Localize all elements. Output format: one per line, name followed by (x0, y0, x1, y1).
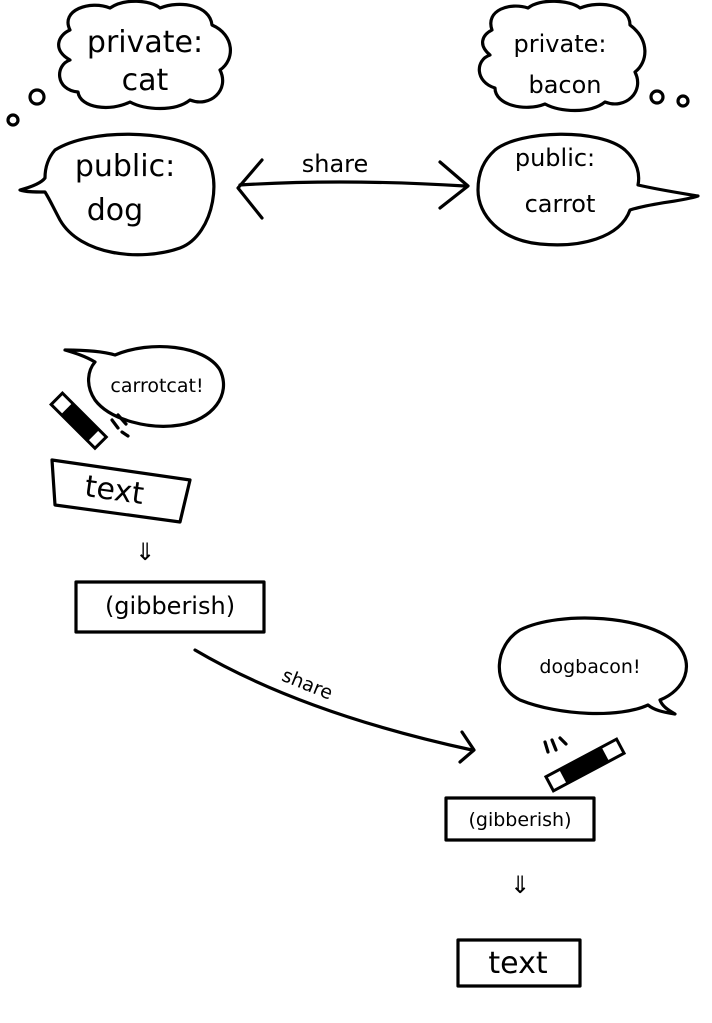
share-label: share (302, 150, 369, 178)
bob-private-label: private: (514, 30, 607, 58)
alice-public-label: public: (75, 149, 175, 184)
arrow-head-right (438, 160, 470, 210)
motion-lines (110, 413, 130, 438)
thought-dot (649, 89, 665, 105)
bob-private-thought: private: bacon (477, 0, 690, 113)
paper-outline (50, 458, 192, 524)
speech-bubble (18, 132, 216, 257)
received-ciphertext-label: (gibberish) (468, 809, 571, 831)
arrow-shaft (238, 180, 467, 188)
thought-cloud (57, 0, 232, 111)
thought-dot (28, 88, 46, 106)
bob-public-bubble: public: carrot (476, 132, 700, 247)
arrow-head (458, 730, 476, 764)
bob-private-value: bacon (528, 71, 601, 99)
share-double-arrow: share (236, 150, 470, 220)
plaintext-paper: text (50, 458, 192, 524)
speech-bubble (497, 616, 689, 716)
speech-bubble (476, 132, 700, 247)
alice-public-value: dog (87, 193, 143, 228)
decrypt-speech-bubble: dogbacon! (497, 616, 689, 716)
received-ciphertext-box: (gibberish) (444, 796, 596, 842)
encrypt-speech-bubble: carrotcat! (63, 345, 226, 428)
alice-public-bubble: public: dog (18, 132, 216, 257)
speech-bubble (63, 345, 226, 428)
ciphertext-box: (gibberish) (74, 580, 266, 634)
thought-cloud (477, 0, 647, 113)
alice-private-label: private: (87, 25, 203, 60)
marker-pen-icon (49, 391, 109, 451)
box-outline (456, 938, 582, 988)
ciphertext-label: (gibberish) (105, 592, 235, 620)
decrypted-text-label: text (488, 946, 547, 981)
box-outline (444, 796, 596, 842)
alice-private-value: cat (122, 63, 169, 98)
share-arrow: share (193, 648, 476, 764)
arrow-shaft (193, 648, 474, 752)
share-label: share (279, 664, 336, 704)
bob-public-label: public: (515, 144, 595, 172)
box-outline (74, 580, 266, 634)
decrypt-speech-text: dogbacon! (539, 656, 640, 678)
bob-public-value: carrot (525, 190, 596, 218)
down-arrow-icon: ⇓ (135, 538, 155, 566)
down-arrow-icon: ⇓ (510, 871, 530, 899)
thought-dot (6, 113, 20, 127)
alice-private-thought: private: cat (6, 0, 232, 127)
arrow-head-left (236, 158, 264, 220)
plaintext-label: text (83, 469, 147, 512)
thought-dot (676, 94, 690, 108)
encrypt-speech-text: carrotcat! (110, 375, 203, 397)
marker-pen-icon (543, 737, 627, 793)
motion-lines (543, 736, 568, 754)
decrypted-text-box: text (456, 938, 582, 988)
